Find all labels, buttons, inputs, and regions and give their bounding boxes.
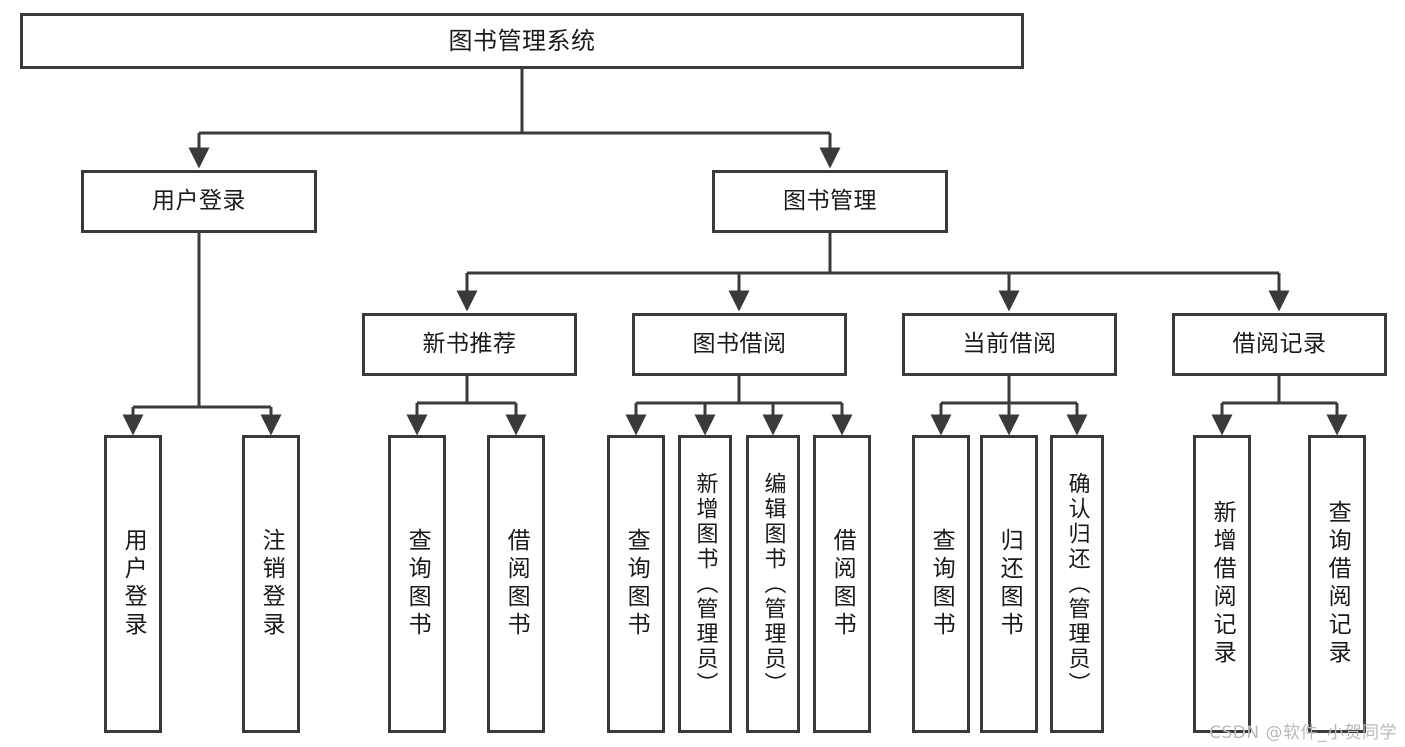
node-label: 确认归还（管理员）: [1064, 471, 1090, 697]
node-label: 图书管理: [783, 187, 877, 214]
leaf-edit-book-admin[interactable]: 编辑图书（管理员）: [746, 435, 800, 733]
leaf-user-logout[interactable]: 注销登录: [242, 435, 300, 733]
node-book-management[interactable]: 图书管理: [712, 170, 948, 233]
node-label: 借阅记录: [1232, 330, 1327, 357]
leaf-query-book-current[interactable]: 查询图书: [912, 435, 970, 733]
node-label: 图书管理系统: [448, 26, 596, 55]
node-label: 用户登录: [120, 528, 147, 640]
node-label: 新增图书（管理员）: [692, 471, 718, 697]
node-label: 注销登录: [258, 528, 285, 640]
node-root-book-management-system[interactable]: 图书管理系统: [20, 13, 1024, 69]
node-label: 图书借阅: [692, 330, 787, 357]
node-label: 新书推荐: [422, 330, 517, 357]
leaf-user-login[interactable]: 用户登录: [104, 435, 162, 733]
leaf-confirm-return-admin[interactable]: 确认归还（管理员）: [1050, 435, 1104, 733]
node-label: 查询图书: [928, 528, 955, 640]
leaf-return-book[interactable]: 归还图书: [980, 435, 1038, 733]
leaf-borrow-book-recommendation[interactable]: 借阅图书: [487, 435, 545, 733]
node-label: 编辑图书（管理员）: [760, 471, 786, 697]
leaf-query-book-recommendation[interactable]: 查询图书: [388, 435, 446, 733]
node-user-login[interactable]: 用户登录: [81, 170, 317, 233]
node-label: 新增借阅记录: [1209, 500, 1236, 668]
leaf-query-book-borrowing[interactable]: 查询图书: [607, 435, 665, 733]
leaf-add-book-admin[interactable]: 新增图书（管理员）: [678, 435, 732, 733]
node-borrowing-record[interactable]: 借阅记录: [1172, 313, 1387, 376]
node-label: 归还图书: [996, 528, 1023, 640]
node-label: 查询借阅记录: [1324, 500, 1351, 668]
leaf-borrow-book-borrowing[interactable]: 借阅图书: [813, 435, 871, 733]
node-label: 查询图书: [404, 528, 431, 640]
node-label: 借阅图书: [829, 528, 856, 640]
leaf-add-borrow-record[interactable]: 新增借阅记录: [1193, 435, 1251, 733]
leaf-query-borrow-record[interactable]: 查询借阅记录: [1308, 435, 1366, 733]
node-label: 借阅图书: [503, 528, 530, 640]
node-book-borrowing[interactable]: 图书借阅: [632, 313, 847, 376]
node-new-book-recommendation[interactable]: 新书推荐: [362, 313, 577, 376]
node-label: 当前借阅: [962, 330, 1057, 357]
node-label: 用户登录: [152, 187, 246, 214]
node-label: 查询图书: [623, 528, 650, 640]
node-current-borrowing[interactable]: 当前借阅: [902, 313, 1117, 376]
watermark-text: CSDN @软件_小贺同学: [1209, 723, 1397, 743]
